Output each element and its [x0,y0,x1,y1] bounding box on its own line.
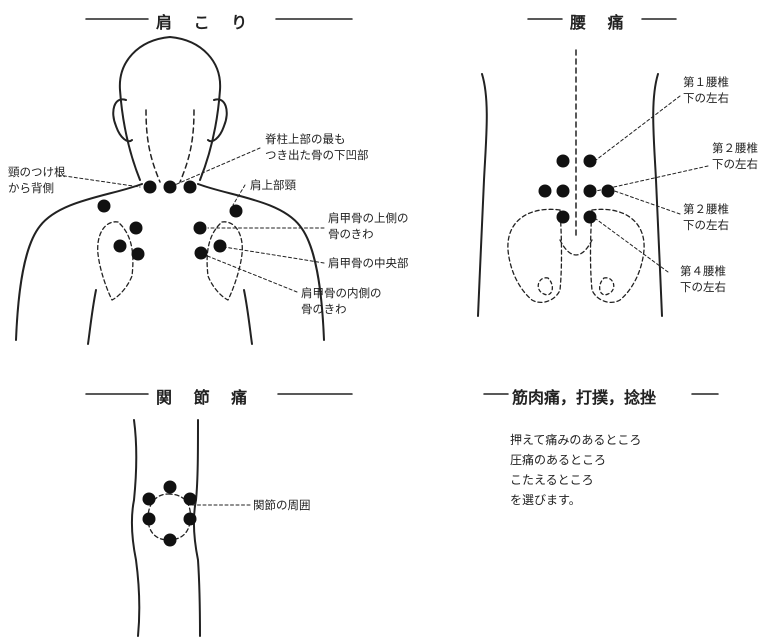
leader-line [170,148,260,187]
muscle-notes: 押えて痛みのあるところ 圧痛のあるところ こたえるところ を選びます。 [510,430,641,510]
label-scapula-inner: 肩甲骨の内側の 骨のきわ [301,285,382,317]
left-shoulder-line [16,184,142,340]
label-neck-root: 頸のつけ根 から背側 [8,164,66,196]
label-line: 肩甲骨の内側の [301,285,382,301]
label-l4: 第４腰椎 下の左右 [680,263,726,295]
leg-figure [132,420,250,636]
acupoint [98,200,111,213]
note-line: こたえるところ [510,470,641,490]
label-line: 肩甲骨の上側の [328,210,409,226]
label-line: 第２腰椎 [712,140,758,156]
leg-right [194,420,200,636]
acupoint [602,185,615,198]
leader-line [606,188,680,214]
pelvis-right [591,209,645,302]
acupoint [164,481,177,494]
acupoint [194,222,207,235]
acupoint [230,205,243,218]
pelvis-left [508,209,562,302]
hip-socket-right [600,278,614,295]
acupoint [584,211,597,224]
acupoint [164,181,177,194]
acupoint [144,181,157,194]
acupoint [143,513,156,526]
label-l1: 第１腰椎 下の左右 [683,74,729,106]
leader-line [596,96,680,160]
label-line: 骨のきわ [301,301,382,317]
joint-title: 関 節 痛 [156,384,255,408]
label-spine-top: 脊柱上部の最も つき出た骨の下凹部 [265,131,369,163]
label-line: 下の左右 [683,90,729,106]
note-line: 圧痛のあるところ [510,450,641,470]
shoulder-title-text: 肩 こ り [156,13,255,32]
label-scapula-center: 肩甲骨の中央部 [328,255,409,271]
neck-muscle-right [180,110,194,182]
acupoint [557,185,570,198]
leader-line [58,175,140,187]
acupoint [184,181,197,194]
label-line: 下の左右 [683,217,729,233]
note-line: 押えて痛みのあるところ [510,430,641,450]
shoulder-title: 肩 こ り [156,9,255,33]
scapula-left [98,222,133,300]
acupoint [557,211,570,224]
sacrum [560,240,592,255]
label-line: つき出た骨の下凹部 [265,147,369,163]
lower-back-title: 腰 痛 [570,9,632,33]
head-outline [120,37,220,180]
label-scapula-upper: 肩甲骨の上側の 骨のきわ [328,210,409,242]
acupoint [539,185,552,198]
leg-left [132,420,139,636]
label-line: から背側 [8,180,66,196]
label-joint-around: 関節の周囲 [253,497,311,513]
label-l2a: 第２腰椎 下の左右 [712,140,758,172]
acupoint [584,155,597,168]
label-l2b: 第２腰椎 下の左右 [683,201,729,233]
hip-socket-left [538,278,552,295]
acupoint [195,247,208,260]
acupoint [132,248,145,261]
acupoint [184,513,197,526]
label-line: 脊柱上部の最も [265,131,369,147]
acupoint [584,185,597,198]
lower-back-figure [478,50,662,316]
label-line: 頸のつけ根 [8,164,66,180]
left-arm-inner [88,290,96,344]
lower-back-title-text: 腰 痛 [570,13,632,32]
joint-title-text: 関 節 痛 [156,388,255,407]
leader-line [200,253,297,292]
label-line: 下の左右 [712,156,758,172]
acupoint [557,155,570,168]
acupoint [143,493,156,506]
leader-line [218,246,324,263]
label-shoulder-top: 肩上部頸 [250,177,296,193]
label-line: 下の左右 [680,279,726,295]
acupoint [164,534,177,547]
label-line: 第４腰椎 [680,263,726,279]
right-arm-inner [244,290,252,344]
acupoint [214,240,227,253]
muscle-title: 筋肉痛，打撲，捻挫 [512,384,656,408]
acupoint [130,222,143,235]
torso-left [478,74,487,316]
label-line: 第１腰椎 [683,74,729,90]
note-line: を選びます。 [510,490,641,510]
acupoint [184,493,197,506]
label-line: 骨のきわ [328,226,409,242]
scapula-right [207,222,242,300]
acupoint [114,240,127,253]
neck-muscle-left [146,110,160,182]
label-line: 第２腰椎 [683,201,729,217]
